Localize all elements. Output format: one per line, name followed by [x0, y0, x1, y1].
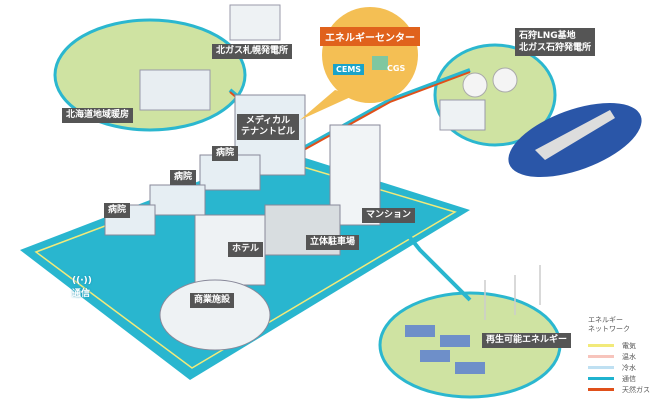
building-commercial [159, 279, 271, 351]
legend-label: 通信 [622, 374, 636, 383]
building-heating-plant [139, 69, 211, 111]
legend-label: 天然ガス [622, 385, 650, 394]
building-sapporo-plant [229, 4, 281, 41]
legend-label: 冷水 [622, 363, 636, 372]
telecom-antenna-icon: ((·)) [72, 276, 92, 286]
legend: エネルギーネットワーク 電気 温水 冷水 通信 天然ガス [588, 316, 650, 395]
label-medical-line2: テナントビル [241, 127, 296, 137]
label-hotel: ホテル [228, 242, 264, 257]
cgs-label: CGS [387, 64, 406, 73]
legend-item: 通信 [588, 373, 650, 384]
label-lng-line2: 北ガス石狩発電所 [519, 43, 592, 53]
legend-title-line1: エネルギー [588, 316, 623, 324]
legend-item: 冷水 [588, 362, 650, 373]
legend-label: 電気 [622, 341, 636, 350]
label-mansion: マンション [362, 208, 416, 223]
energy-center-title: エネルギーセンター [320, 27, 420, 46]
legend-title-line2: ネットワーク [588, 325, 630, 333]
legend-item: 電気 [588, 340, 650, 351]
legend-label: 温水 [622, 352, 636, 361]
building-lng-plant [439, 99, 486, 131]
label-renewable: 再生可能エネルギー [482, 333, 572, 348]
label-kitagas-sapporo: 北ガス札幌発電所 [212, 44, 293, 59]
label-medical-line1: メディカル [245, 116, 291, 126]
building-hospital-b [149, 184, 206, 216]
label-medical: メディカルテナントビル [237, 114, 300, 140]
label-hospital-a: 病院 [212, 146, 239, 161]
legend-item: 天然ガス [588, 384, 650, 395]
label-parking: 立体駐車場 [306, 235, 360, 250]
label-hokkaido-heating: 北海道地域暖房 [62, 108, 134, 123]
label-lng-line1: 石狩LNG基地 [519, 31, 576, 41]
label-telecom: ((·)) 通信 [72, 276, 92, 299]
legend-item: 温水 [588, 351, 650, 362]
wind-turbines [484, 265, 541, 320]
cems-badge: CEMS [333, 64, 365, 75]
label-lng: 石狩LNG基地北ガス石狩発電所 [515, 28, 596, 56]
label-hospital-c: 病院 [104, 203, 131, 218]
energy-center-bubble [322, 7, 418, 103]
solar-panels [405, 325, 485, 374]
label-telecom-text: 通信 [72, 289, 91, 299]
lng-tanker [535, 110, 615, 160]
label-hospital-b: 病院 [170, 170, 197, 185]
legend-title: エネルギーネットワーク [588, 316, 650, 334]
label-commercial: 商業施設 [190, 293, 235, 308]
